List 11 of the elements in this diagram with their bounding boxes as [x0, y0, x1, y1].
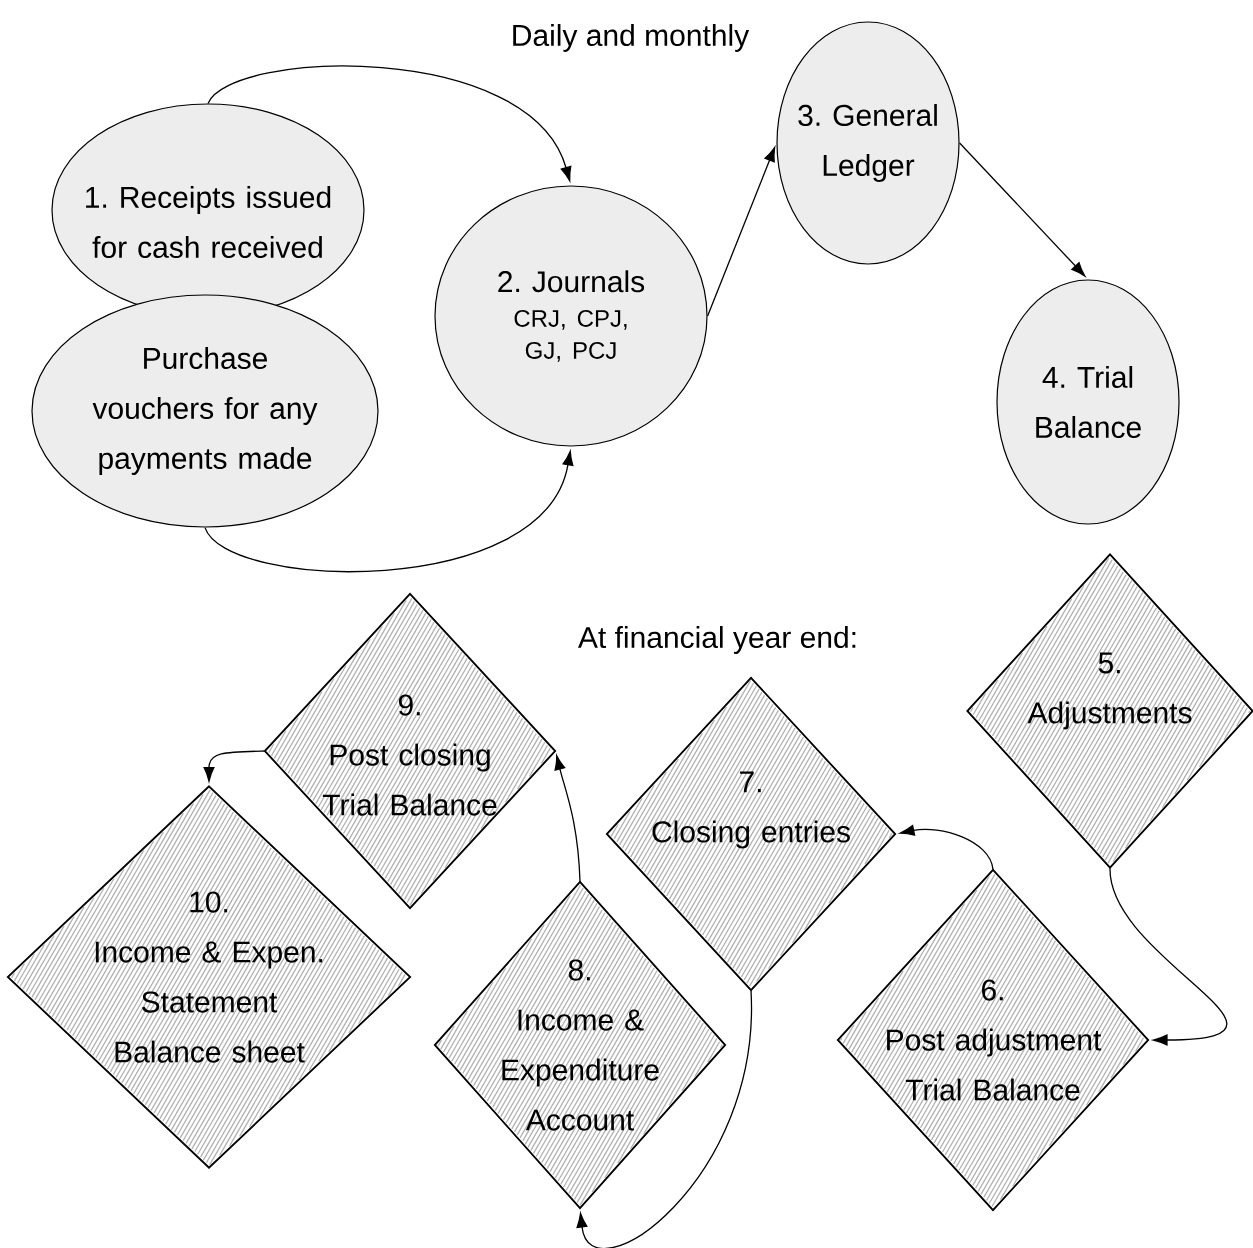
arrow	[204, 450, 574, 573]
arrow	[207, 65, 572, 182]
arrow	[203, 750, 266, 782]
arrow	[958, 142, 1086, 277]
arrow	[554, 755, 581, 883]
arrow	[1109, 867, 1228, 1046]
arrow	[576, 989, 752, 1248]
arrow	[706, 146, 776, 317]
arrow	[899, 824, 994, 871]
section-heading: At financial year end:	[578, 626, 856, 654]
section-heading: Daily and monthly	[513, 24, 750, 52]
